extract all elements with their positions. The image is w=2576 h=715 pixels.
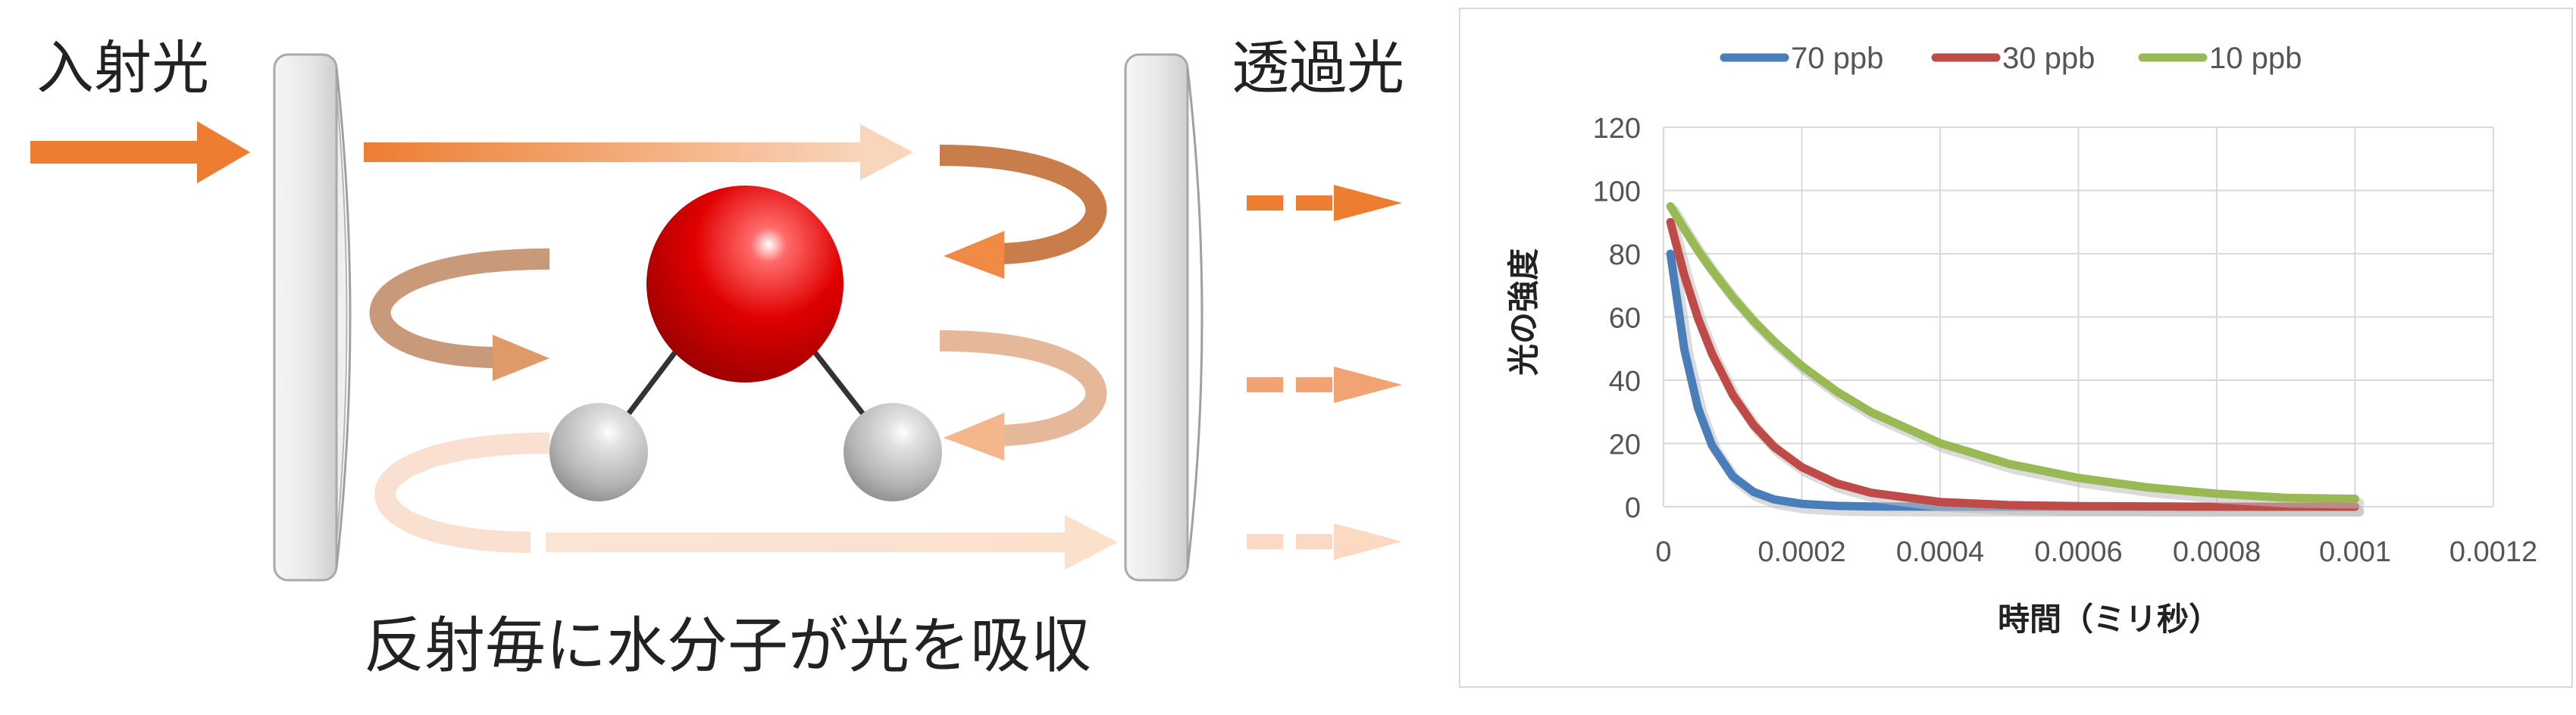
reflection-arrow-icon-right-2 [939,330,1107,461]
x-tick-label: 0 [1655,536,1671,568]
y-axis-title: 光の強度 [1505,248,1542,376]
y-tick-label: 120 [1593,113,1641,145]
cavity-diagram: 入射光 透過光 反射毎に水分子が光を吸収 [30,34,1404,681]
decay-chart: 0 20 40 60 80 100 120 0 0.0002 0.0004 0.0006 0.0008… [1505,42,2538,638]
transmitted-arrow-icon-1 [1247,185,1402,221]
legend-label: 70 ppb [1791,42,1883,75]
x-tick-label: 0.0004 [1896,536,1984,568]
reflection-arrow-icon-left-1 [369,248,550,381]
y-tick-label: 40 [1609,366,1641,398]
forward-beam-arrow-icon [364,124,913,180]
bottom-beam-arrow-icon [546,515,1118,570]
x-tick-label: 0.0008 [2173,536,2261,568]
water-molecule-icon [549,186,942,501]
series-lines [1666,201,2365,517]
reflection-arrow-icon-right-1 [939,145,1107,279]
cavity-diagram-svg [30,53,1402,582]
series-shadow [1669,205,2365,509]
x-tick-label: 0.001 [2319,536,2391,568]
series-line-2 [1666,201,2359,504]
legend: 70 ppb 30 ppb 10 ppb [1720,42,2302,75]
left-mirror-icon [273,53,352,582]
legend-label: 30 ppb [2002,42,2095,75]
y-tick-label: 100 [1593,176,1641,208]
x-tick-label: 0.0012 [2449,536,2537,568]
y-tick-label: 60 [1609,303,1641,335]
series-line-1 [1666,217,2359,511]
y-tick-label: 80 [1609,239,1641,271]
diagram-caption: 反射毎に水分子が光を吸収 [364,610,1091,681]
chart-panel: 0 20 40 60 80 100 120 0 0.0002 0.0004 0.0006 0.0008… [1459,8,2573,688]
y-tick-label: 20 [1609,429,1641,461]
axes: 0 20 40 60 80 100 120 0 0.0002 0.0004 0.0006 0.0008… [1593,113,2538,568]
incident-arrow-icon [30,121,250,183]
x-tick-label: 0.0006 [2034,536,2122,568]
x-axis-title: 時間（ミリ秒） [1998,601,2221,638]
incident-light-label: 入射光 [36,34,209,101]
right-mirror-icon [1124,53,1203,582]
x-tick-label: 0.0002 [1758,536,1845,568]
grid-lines [1663,126,2494,507]
transmitted-arrow-icon-3 [1247,523,1402,560]
legend-label: 10 ppb [2209,42,2302,75]
reflection-arrow-icon-left-2 [374,432,550,553]
y-tick-label: 0 [1625,492,1641,524]
transmitted-arrow-icon-2 [1247,367,1402,403]
transmitted-light-label: 透過光 [1232,34,1404,101]
